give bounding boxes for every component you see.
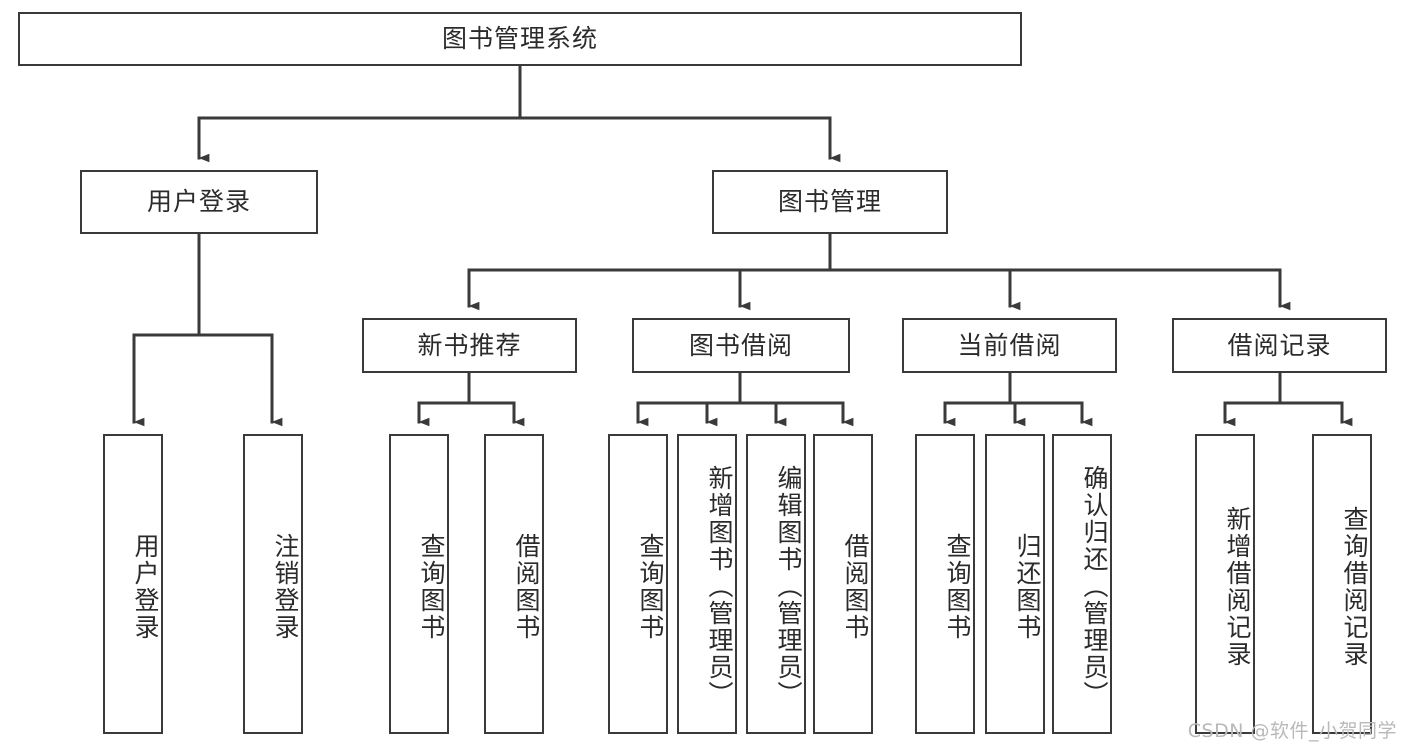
node-label: 新增借阅记录 <box>1223 506 1252 668</box>
node-leaf-edit-book-admin[interactable]: 编辑图书（管理员） <box>746 434 806 734</box>
node-label: 确认归还（管理员） <box>1080 464 1109 708</box>
node-label: 图书管理 <box>777 187 882 217</box>
node-leaf-logout[interactable]: 注销登录 <box>243 434 303 734</box>
node-label: 图书借阅 <box>688 330 793 360</box>
node-label: 新增图书（管理员） <box>705 464 734 708</box>
node-label: 注销登录 <box>271 533 300 641</box>
node-label: 借阅图书 <box>841 533 870 641</box>
node-label: 新书推荐 <box>417 330 522 360</box>
node-leaf-add-borrow-record[interactable]: 新增借阅记录 <box>1195 434 1255 734</box>
node-label: 图书管理系统 <box>441 24 598 54</box>
node-leaf-query-book-current[interactable]: 查询图书 <box>915 434 975 734</box>
node-leaf-user-login[interactable]: 用户登录 <box>103 434 163 734</box>
node-leaf-return-book[interactable]: 归还图书 <box>985 434 1045 734</box>
node-label: 归还图书 <box>1013 533 1042 641</box>
node-leaf-borrow-book-recommend[interactable]: 借阅图书 <box>484 434 544 734</box>
node-leaf-confirm-return-admin[interactable]: 确认归还（管理员） <box>1052 434 1112 734</box>
node-leaf-borrow-book[interactable]: 借阅图书 <box>813 434 873 734</box>
node-label: 查询图书 <box>417 533 446 641</box>
node-label: 查询借阅记录 <box>1340 506 1369 668</box>
node-label: 借阅图书 <box>512 533 541 641</box>
node-book-borrow[interactable]: 图书借阅 <box>632 318 850 373</box>
node-leaf-add-book-admin[interactable]: 新增图书（管理员） <box>677 434 737 734</box>
node-current-borrow[interactable]: 当前借阅 <box>902 318 1117 373</box>
watermark: CSDN @软件_小贺同学 <box>1187 720 1397 742</box>
node-label: 编辑图书（管理员） <box>774 464 803 708</box>
node-root-system[interactable]: 图书管理系统 <box>18 12 1022 66</box>
node-leaf-query-borrow-record[interactable]: 查询借阅记录 <box>1312 434 1372 734</box>
node-user-login[interactable]: 用户登录 <box>80 170 318 234</box>
node-label: 查询图书 <box>943 533 972 641</box>
node-label: 用户登录 <box>146 187 251 217</box>
node-leaf-query-book-recommend[interactable]: 查询图书 <box>389 434 449 734</box>
node-label: 当前借阅 <box>957 330 1062 360</box>
node-new-book-recommend[interactable]: 新书推荐 <box>362 318 577 373</box>
node-borrow-record[interactable]: 借阅记录 <box>1172 318 1387 373</box>
node-label: 借阅记录 <box>1227 330 1332 360</box>
node-book-manage[interactable]: 图书管理 <box>712 170 948 234</box>
node-leaf-query-book-borrow[interactable]: 查询图书 <box>608 434 668 734</box>
node-label: 用户登录 <box>131 533 160 641</box>
node-label: 查询图书 <box>636 533 665 641</box>
